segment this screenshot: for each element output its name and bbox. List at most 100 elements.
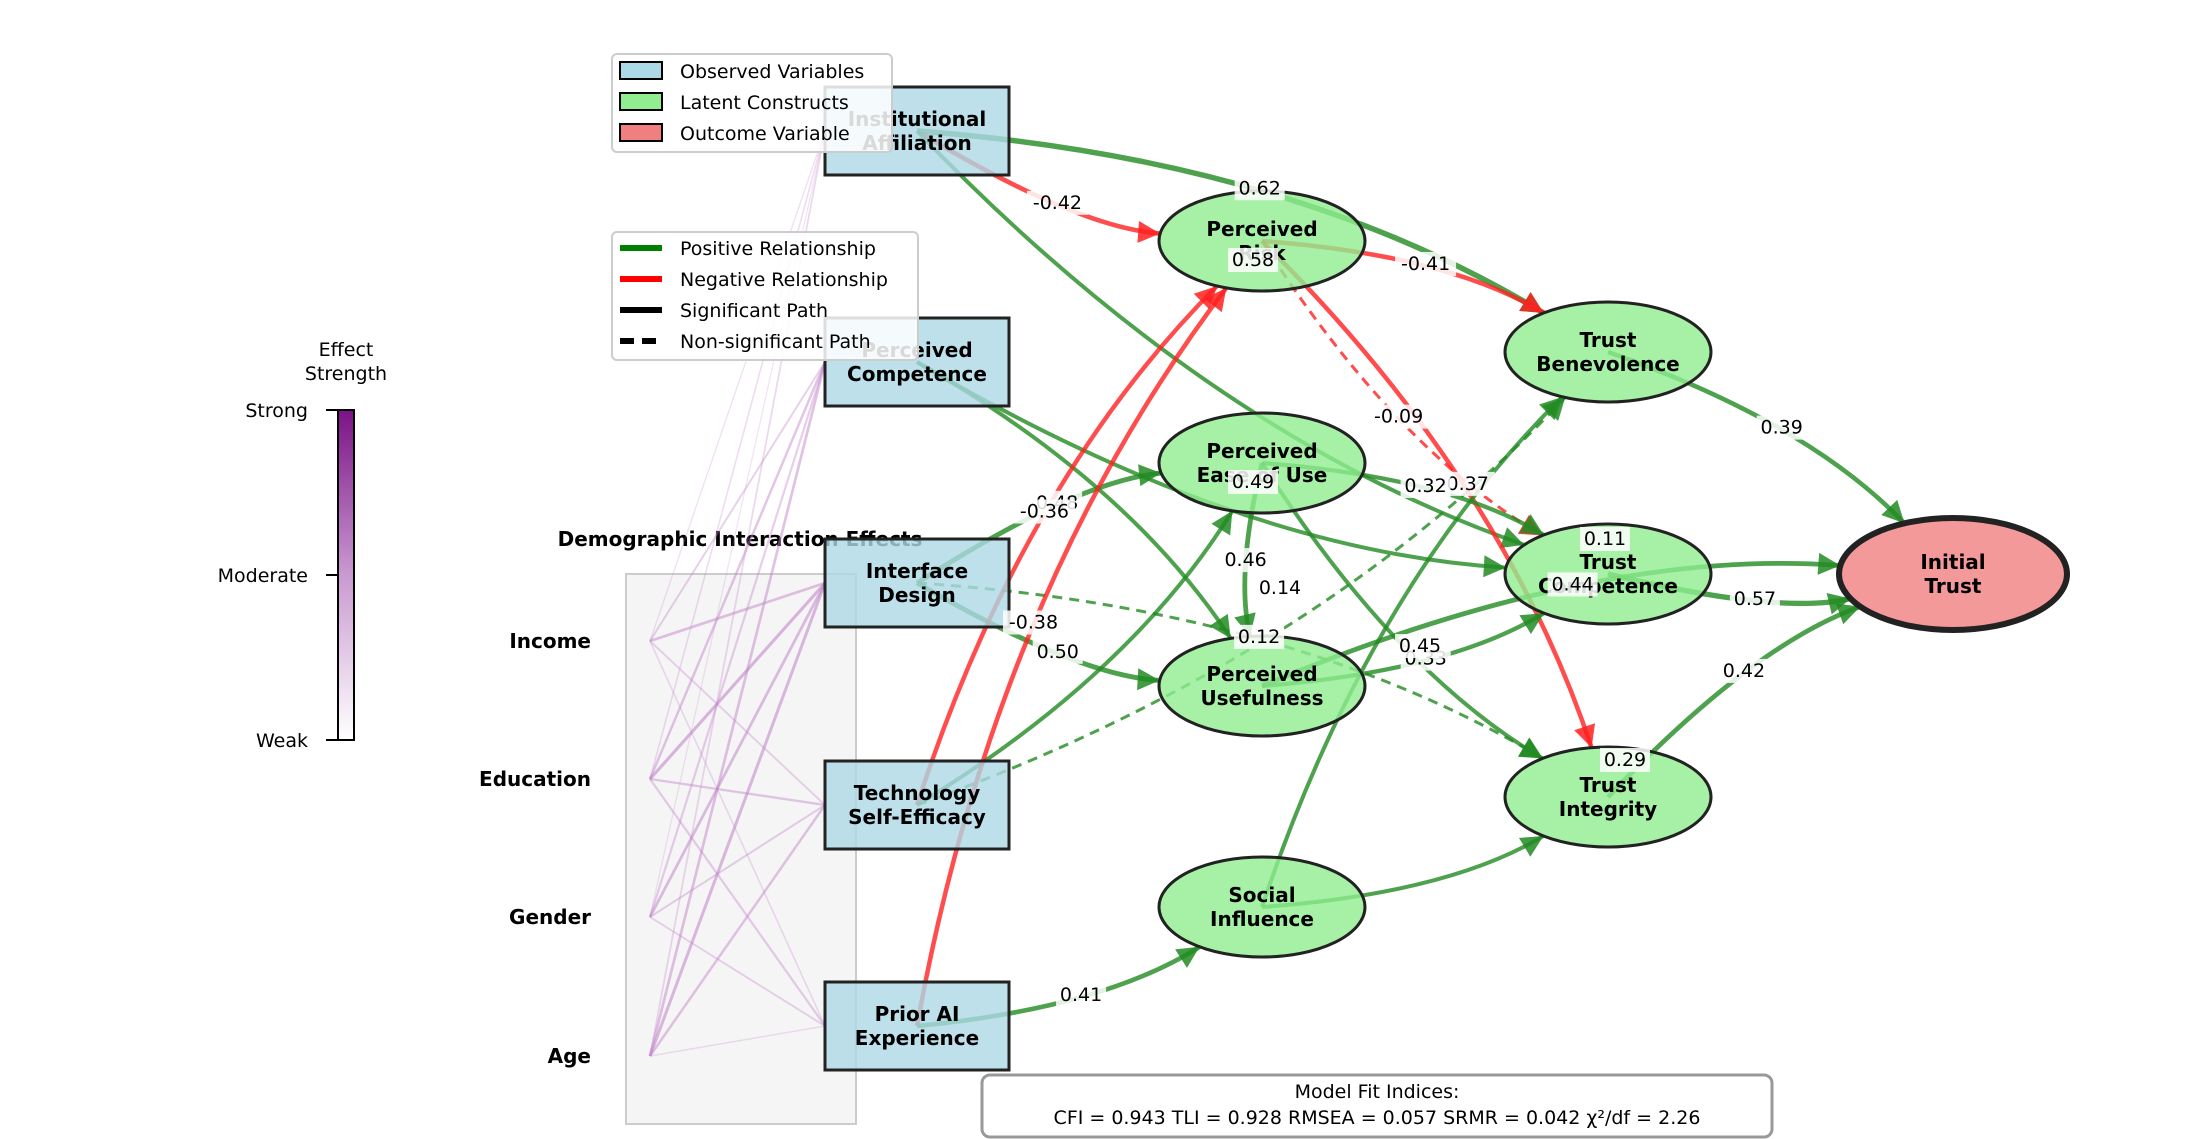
edge-coefficient-label-text: -0.36 xyxy=(1020,501,1069,523)
path-arrowhead xyxy=(1175,946,1200,968)
demographic-interaction-line xyxy=(649,581,826,643)
path-arrowhead xyxy=(1835,603,1861,625)
floating-coefficient-label-text: 0.29 xyxy=(1604,749,1646,771)
colorbar-title-line-2: Strength xyxy=(305,363,387,385)
floating-coefficient-label: 0.11 xyxy=(1580,527,1630,551)
demographic-interaction-line xyxy=(648,804,827,1057)
edge-coefficient-label-text: 0.50 xyxy=(1037,641,1079,663)
legend-latent-label: Latent Constructs xyxy=(680,92,849,114)
edge-coefficient-label-text: 0.42 xyxy=(1723,660,1765,682)
edge-coefficient-label-text: -0.37 xyxy=(1440,473,1489,495)
path-coefficients: -0.420.620.480.500.12-0.36-0.380.41-0.41… xyxy=(1002,176,1807,1008)
edge-coefficient-label: 0.44 xyxy=(1547,572,1598,597)
model-fit-box: Model Fit Indices: CFI = 0.943 TLI = 0.9… xyxy=(980,1073,1774,1139)
edge-coefficient-label-text: 0.46 xyxy=(1224,549,1266,571)
legend-node-types: Observed Variables Latent Constructs Out… xyxy=(611,53,893,153)
node-label-line: Competence xyxy=(847,362,987,386)
node-label-line: Initial xyxy=(1920,550,1985,574)
floating-coefficient-label: 0.58 xyxy=(1228,248,1278,272)
floating-coefficient-label: 0.29 xyxy=(1600,748,1650,772)
edge-coefficient-label-text: 0.39 xyxy=(1761,417,1803,439)
latent-construct-ellipse xyxy=(1157,855,1367,959)
observed-variable-box xyxy=(823,537,1011,629)
demographic-income-label: Income xyxy=(509,629,591,653)
latent-construct-ellipse xyxy=(1157,411,1367,515)
path-arrowhead xyxy=(1209,613,1231,639)
demographic-education-label: Education xyxy=(479,767,591,791)
legend-outcome-swatch xyxy=(619,123,663,142)
path-nodes: InstitutionalAffiliationPerceivedCompete… xyxy=(823,85,2070,1072)
demographic-interaction-line xyxy=(649,777,826,807)
demographic-interaction-line xyxy=(648,361,827,918)
demographic-interaction-line xyxy=(649,1025,826,1057)
floating-coefficient-label-text: 0.49 xyxy=(1232,471,1274,493)
demographic-interaction-line xyxy=(649,778,826,1027)
demographic-interaction-line xyxy=(648,582,827,1057)
model-fit-indices: CFI = 0.943 TLI = 0.928 RMSEA = 0.057 SR… xyxy=(1054,1107,1701,1129)
path-arrowhead xyxy=(1519,514,1544,535)
colorbar-tick-weak: Weak xyxy=(256,730,308,752)
floating-coefficient-label-text: 0.14 xyxy=(1259,577,1301,599)
demographic-interaction-line xyxy=(648,582,827,918)
demographic-interaction-line xyxy=(648,361,827,780)
legend-observed-label: Observed Variables xyxy=(680,61,864,83)
path-arrowhead xyxy=(1826,593,1851,615)
edge-coefficient-label-text: -0.41 xyxy=(1401,253,1450,275)
node-label-line: Self-Efficacy xyxy=(848,805,986,829)
edge-coefficient-label-text: -0.38 xyxy=(1009,612,1058,634)
latent-construct-ellipse xyxy=(1503,522,1713,626)
legend-significant-label: Significant Path xyxy=(680,300,828,322)
path-arrowhead xyxy=(1138,464,1162,487)
node-label-line: Technology xyxy=(854,781,981,805)
edge-coefficient-label: 0.12 xyxy=(1234,624,1285,649)
effect-strength-colorbar: Effect Strength Strong Moderate Weak xyxy=(218,339,387,752)
legend-observed-swatch xyxy=(619,61,663,80)
latent-construct-ellipse xyxy=(1503,745,1713,849)
legend-positive-label: Positive Relationship xyxy=(680,238,876,260)
colorbar-title-line-1: Effect xyxy=(319,339,374,361)
node-label-line: Benevolence xyxy=(1536,352,1679,376)
path-arrowhead xyxy=(1539,396,1563,421)
path-arrowhead xyxy=(1137,668,1160,691)
path-arrowhead xyxy=(1817,552,1841,575)
demographic-gender-label: Gender xyxy=(509,905,591,929)
edge-coefficient-label: 0.32 xyxy=(1400,473,1451,498)
edge-coefficient-label: 0.57 xyxy=(1729,586,1780,611)
legend-latent-swatch xyxy=(619,92,663,111)
legend-negative-label: Negative Relationship xyxy=(680,269,888,291)
demographic-age-label: Age xyxy=(548,1044,591,1068)
demographic-interaction-line xyxy=(648,361,827,1057)
node-label-line: Experience xyxy=(855,1026,979,1050)
observed-variable-box xyxy=(823,980,1011,1072)
node-label-line: Design xyxy=(878,583,955,607)
floating-coefficient-label-text: 0.45 xyxy=(1399,635,1441,657)
edge-coefficient-label: -0.41 xyxy=(1395,251,1457,276)
floating-coefficient-label: 0.14 xyxy=(1255,576,1305,600)
demographic-interaction-line xyxy=(649,640,826,806)
colorbar-tick-moderate: Moderate xyxy=(218,565,308,587)
observed-variable-box xyxy=(823,759,1011,851)
path-arrowhead xyxy=(1574,723,1596,748)
path-arrowhead xyxy=(1137,220,1161,243)
edge-coefficient-label-text: 0.62 xyxy=(1239,177,1281,199)
outcome-variable-ellipse xyxy=(1836,515,2070,633)
edge-coefficient-label: 0.41 xyxy=(1056,983,1107,1008)
node-label-line: Trust xyxy=(1579,773,1636,797)
edge-coefficient-label: -0.09 xyxy=(1368,404,1430,429)
path-edge xyxy=(915,129,1525,547)
path-arrowhead xyxy=(1517,737,1543,759)
colorbar-tick-strong: Strong xyxy=(245,400,308,422)
node-risk: PerceivedRisk xyxy=(1157,189,1367,293)
demographic-panel: Demographic Interaction Effects Income E… xyxy=(479,130,922,1125)
node-label-line: Interface xyxy=(866,559,968,583)
path-arrowhead xyxy=(1881,499,1905,524)
colorbar-gradient xyxy=(337,409,355,741)
edge-coefficient-label-text: 0.32 xyxy=(1404,475,1446,497)
